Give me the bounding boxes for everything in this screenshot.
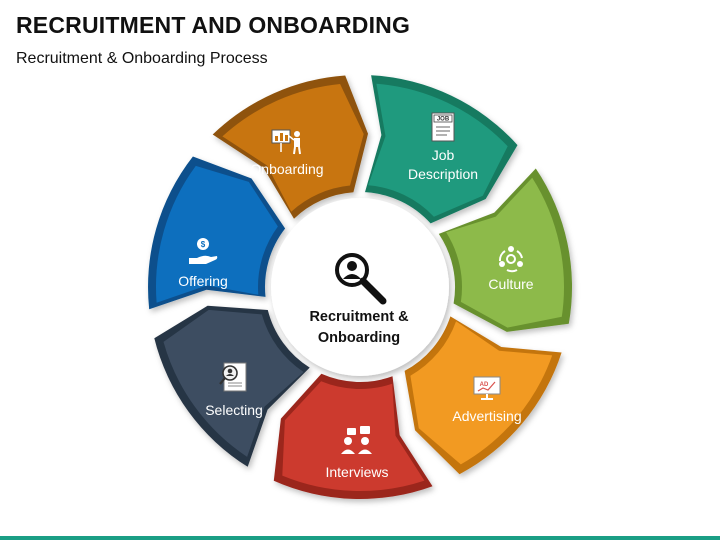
page-title: RECRUITMENT AND ONBOARDING xyxy=(16,12,411,38)
center-label-line1: Recruitment & xyxy=(309,309,409,325)
culture-network-icon xyxy=(498,246,523,273)
candidate-search-icon xyxy=(219,362,247,392)
stage-onboarding: Onboarding xyxy=(212,75,368,219)
stage-offering: $ Offering xyxy=(148,156,286,310)
stage-segment-fill xyxy=(155,165,278,303)
stage-advertising: AD Advertising xyxy=(404,316,562,475)
svg-text:$: $ xyxy=(201,240,206,249)
stage-label: Job xyxy=(432,147,455,163)
stage-label: Offering xyxy=(178,273,228,289)
center-circle xyxy=(271,198,449,376)
center-label-line2: Onboarding xyxy=(318,330,400,346)
bottom-accent-bar xyxy=(0,536,720,540)
stage-selecting: Selecting xyxy=(154,305,310,467)
stage-segment-fill xyxy=(368,83,508,217)
magnifier-person-icon xyxy=(335,253,387,305)
stage-label: Interviews xyxy=(325,464,388,480)
job-document-icon: JOB xyxy=(431,112,455,142)
ad-board-icon: AD xyxy=(473,376,501,400)
stage-label: Onboarding xyxy=(250,161,323,177)
stage-label: Selecting xyxy=(205,402,263,418)
people-chat-icon xyxy=(341,426,372,454)
stage-segment-fill xyxy=(282,381,425,492)
stage-label: Advertising xyxy=(452,408,521,424)
center-hub: Recruitment & Onboarding xyxy=(271,198,449,376)
svg-text:JOB: JOB xyxy=(437,117,450,123)
presentation-icon xyxy=(271,129,301,155)
stage-culture: Culture xyxy=(438,168,573,332)
hand-coin-icon: $ xyxy=(189,238,218,264)
stage-label: Culture xyxy=(488,276,533,292)
svg-text:AD: AD xyxy=(480,382,489,388)
stage-interviews: Interviews xyxy=(273,373,433,499)
page-subtitle: Recruitment & Onboarding Process xyxy=(16,50,268,67)
stage-label: Description xyxy=(408,166,478,182)
stage-segment-fill xyxy=(222,84,364,212)
stage-segment-fill xyxy=(446,177,564,328)
